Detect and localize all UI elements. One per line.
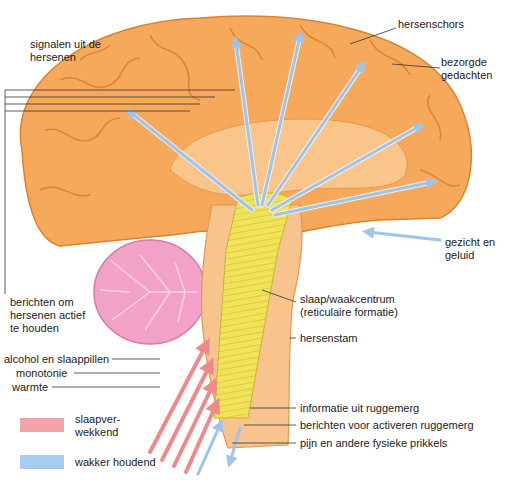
- legend-swatch: [20, 418, 64, 432]
- gyri: [40, 25, 460, 196]
- label: monotonie: [16, 367, 67, 380]
- label: informatie uit ruggemerg: [300, 402, 419, 415]
- reticular-formation: [214, 193, 292, 418]
- label: hersenstam: [300, 332, 357, 345]
- label: signalen uit de hersenen: [30, 38, 102, 64]
- cerebellum-branches: [100, 255, 198, 330]
- label: berichten om hersenen actief te houden: [10, 296, 96, 336]
- label: slaap/waakcentrum (reticulaire formatie): [300, 293, 425, 319]
- label: pijn en andere fysieke prikkels: [300, 437, 447, 450]
- activation-arrows: [130, 36, 440, 240]
- label: alcohol en slaappillen: [4, 353, 109, 366]
- label: bezorgde gedachten: [441, 56, 505, 82]
- label: hersenschors: [398, 18, 464, 31]
- corpus-callosum: [170, 119, 407, 195]
- leader-lines: [5, 28, 440, 443]
- legend-text: slaapver- wekkend: [75, 413, 127, 439]
- legend-text: wakker houdend: [75, 456, 156, 469]
- legend-swatch: [20, 455, 64, 469]
- spinal-arrows: [198, 425, 240, 474]
- label: berichten voor activeren ruggemerg: [300, 419, 474, 432]
- label: warmte: [12, 381, 48, 394]
- label: gezicht en geluid: [445, 236, 505, 262]
- cerebellum: [94, 240, 206, 344]
